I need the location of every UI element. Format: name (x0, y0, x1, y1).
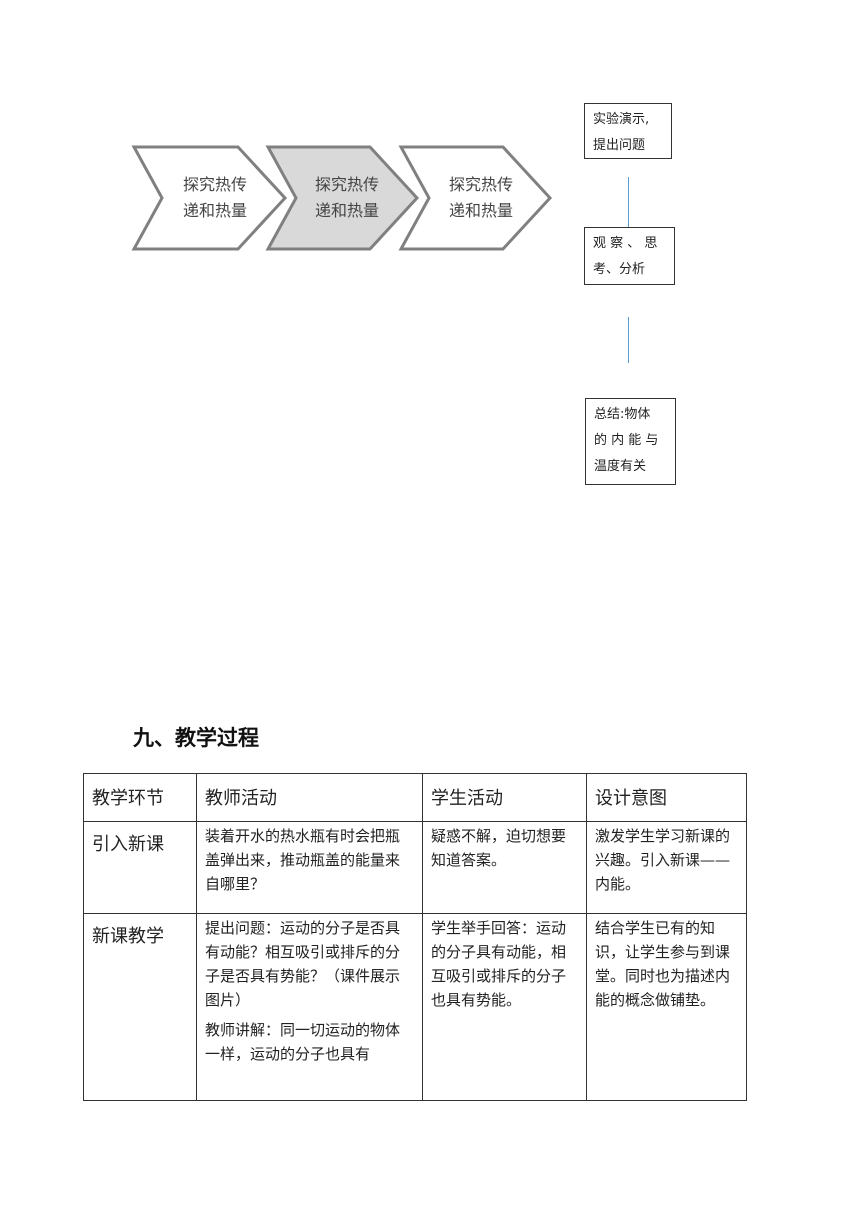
header-student-activity: 学生活动 (422, 773, 587, 822)
flow-step-2-line1: 观 察 、 思 (593, 236, 658, 251)
header-stage: 教学环节 (83, 773, 197, 822)
header-teacher-activity: 教师活动 (196, 773, 423, 822)
row-2-teacher-paragraph-1: 提出问题：运动的分子是否具有动能？相互吸引或排斥的分子是否具有势能？（课件展示图… (205, 919, 401, 1009)
chevron-process-diagram (131, 145, 553, 251)
flow-step-box-3: 总结:物体 的 内 能 与 温度有关 (585, 398, 676, 485)
table-row: 引入新课 装着开水的热水瓶有时会把瓶盖弹出来，推动瓶盖的能量来自哪里？ 疑惑不解… (83, 821, 747, 914)
table-header-row: 教学环节 教师活动 学生活动 设计意图 (83, 773, 747, 822)
chevron-label-1-line2: 递和热量 (182, 201, 247, 220)
flow-step-1-line2: 提出问题 (593, 138, 646, 153)
flow-step-box-1: 实验演示, 提出问题 (584, 103, 672, 159)
chevron-step-1 (131, 145, 288, 251)
flow-connector-1 (628, 177, 629, 227)
flow-step-3-line2: 的 内 能 与 (594, 433, 659, 448)
flow-step-2-line2: 考、分析 (593, 262, 646, 277)
chevron-label-2-line1: 探究热传 (314, 175, 379, 194)
flow-step-box-2: 观 察 、 思 考、分析 (584, 227, 675, 285)
row-1-design-intent: 激发学生学习新课的兴趣。引入新课——内能。 (586, 821, 747, 914)
row-1-stage: 引入新课 (83, 821, 197, 914)
row-1-student-activity: 疑惑不解，迫切想要知道答案。 (422, 821, 587, 914)
chevron-label-3-line1: 探究热传 (448, 175, 513, 194)
row-2-stage: 新课教学 (83, 913, 197, 1101)
flow-step-1-line1: 实验演示, (593, 112, 650, 127)
chevron-label-2: 探究热传 递和热量 (292, 172, 402, 224)
section-title: 九、教学过程 (133, 725, 259, 750)
chevron-label-3-line2: 递和热量 (448, 201, 513, 220)
row-2-teacher-paragraph-2: 教师讲解：同一切运动的物体一样，运动的分子也具有 (205, 1021, 401, 1063)
teaching-process-table: 教学环节 教师活动 学生活动 设计意图 引入新课 装着开水的热水瓶有时会把瓶盖弹… (83, 773, 747, 1101)
chevron-label-1-line1: 探究热传 (182, 175, 247, 194)
chevron-step-3 (398, 145, 553, 251)
chevron-label-3: 探究热传 递和热量 (426, 172, 536, 224)
row-1-teacher-paragraph-1: 装着开水的热水瓶有时会把瓶盖弹出来，推动瓶盖的能量来自哪里？ (205, 827, 401, 893)
row-1-teacher-activity: 装着开水的热水瓶有时会把瓶盖弹出来，推动瓶盖的能量来自哪里？ (196, 821, 423, 914)
flow-step-3-line1: 总结:物体 (594, 407, 651, 422)
chevron-label-1: 探究热传 递和热量 (160, 172, 270, 224)
row-2-teacher-activity: 提出问题：运动的分子是否具有动能？相互吸引或排斥的分子是否具有势能？（课件展示图… (196, 913, 423, 1101)
flow-connector-2 (628, 317, 629, 363)
header-design-intent: 设计意图 (586, 773, 747, 822)
flow-step-3-line3: 温度有关 (594, 459, 647, 474)
row-2-design-intent: 结合学生已有的知识，让学生参与到课堂。同时也为描述内能的概念做铺垫。 (586, 913, 747, 1101)
row-2-student-activity: 学生举手回答：运动的分子具有动能，相互吸引或排斥的分子也具有势能。 (422, 913, 587, 1101)
chevron-label-2-line2: 递和热量 (314, 201, 379, 220)
table-row: 新课教学 提出问题：运动的分子是否具有动能？相互吸引或排斥的分子是否具有势能？（… (83, 913, 747, 1101)
chevron-step-2 (265, 145, 420, 251)
